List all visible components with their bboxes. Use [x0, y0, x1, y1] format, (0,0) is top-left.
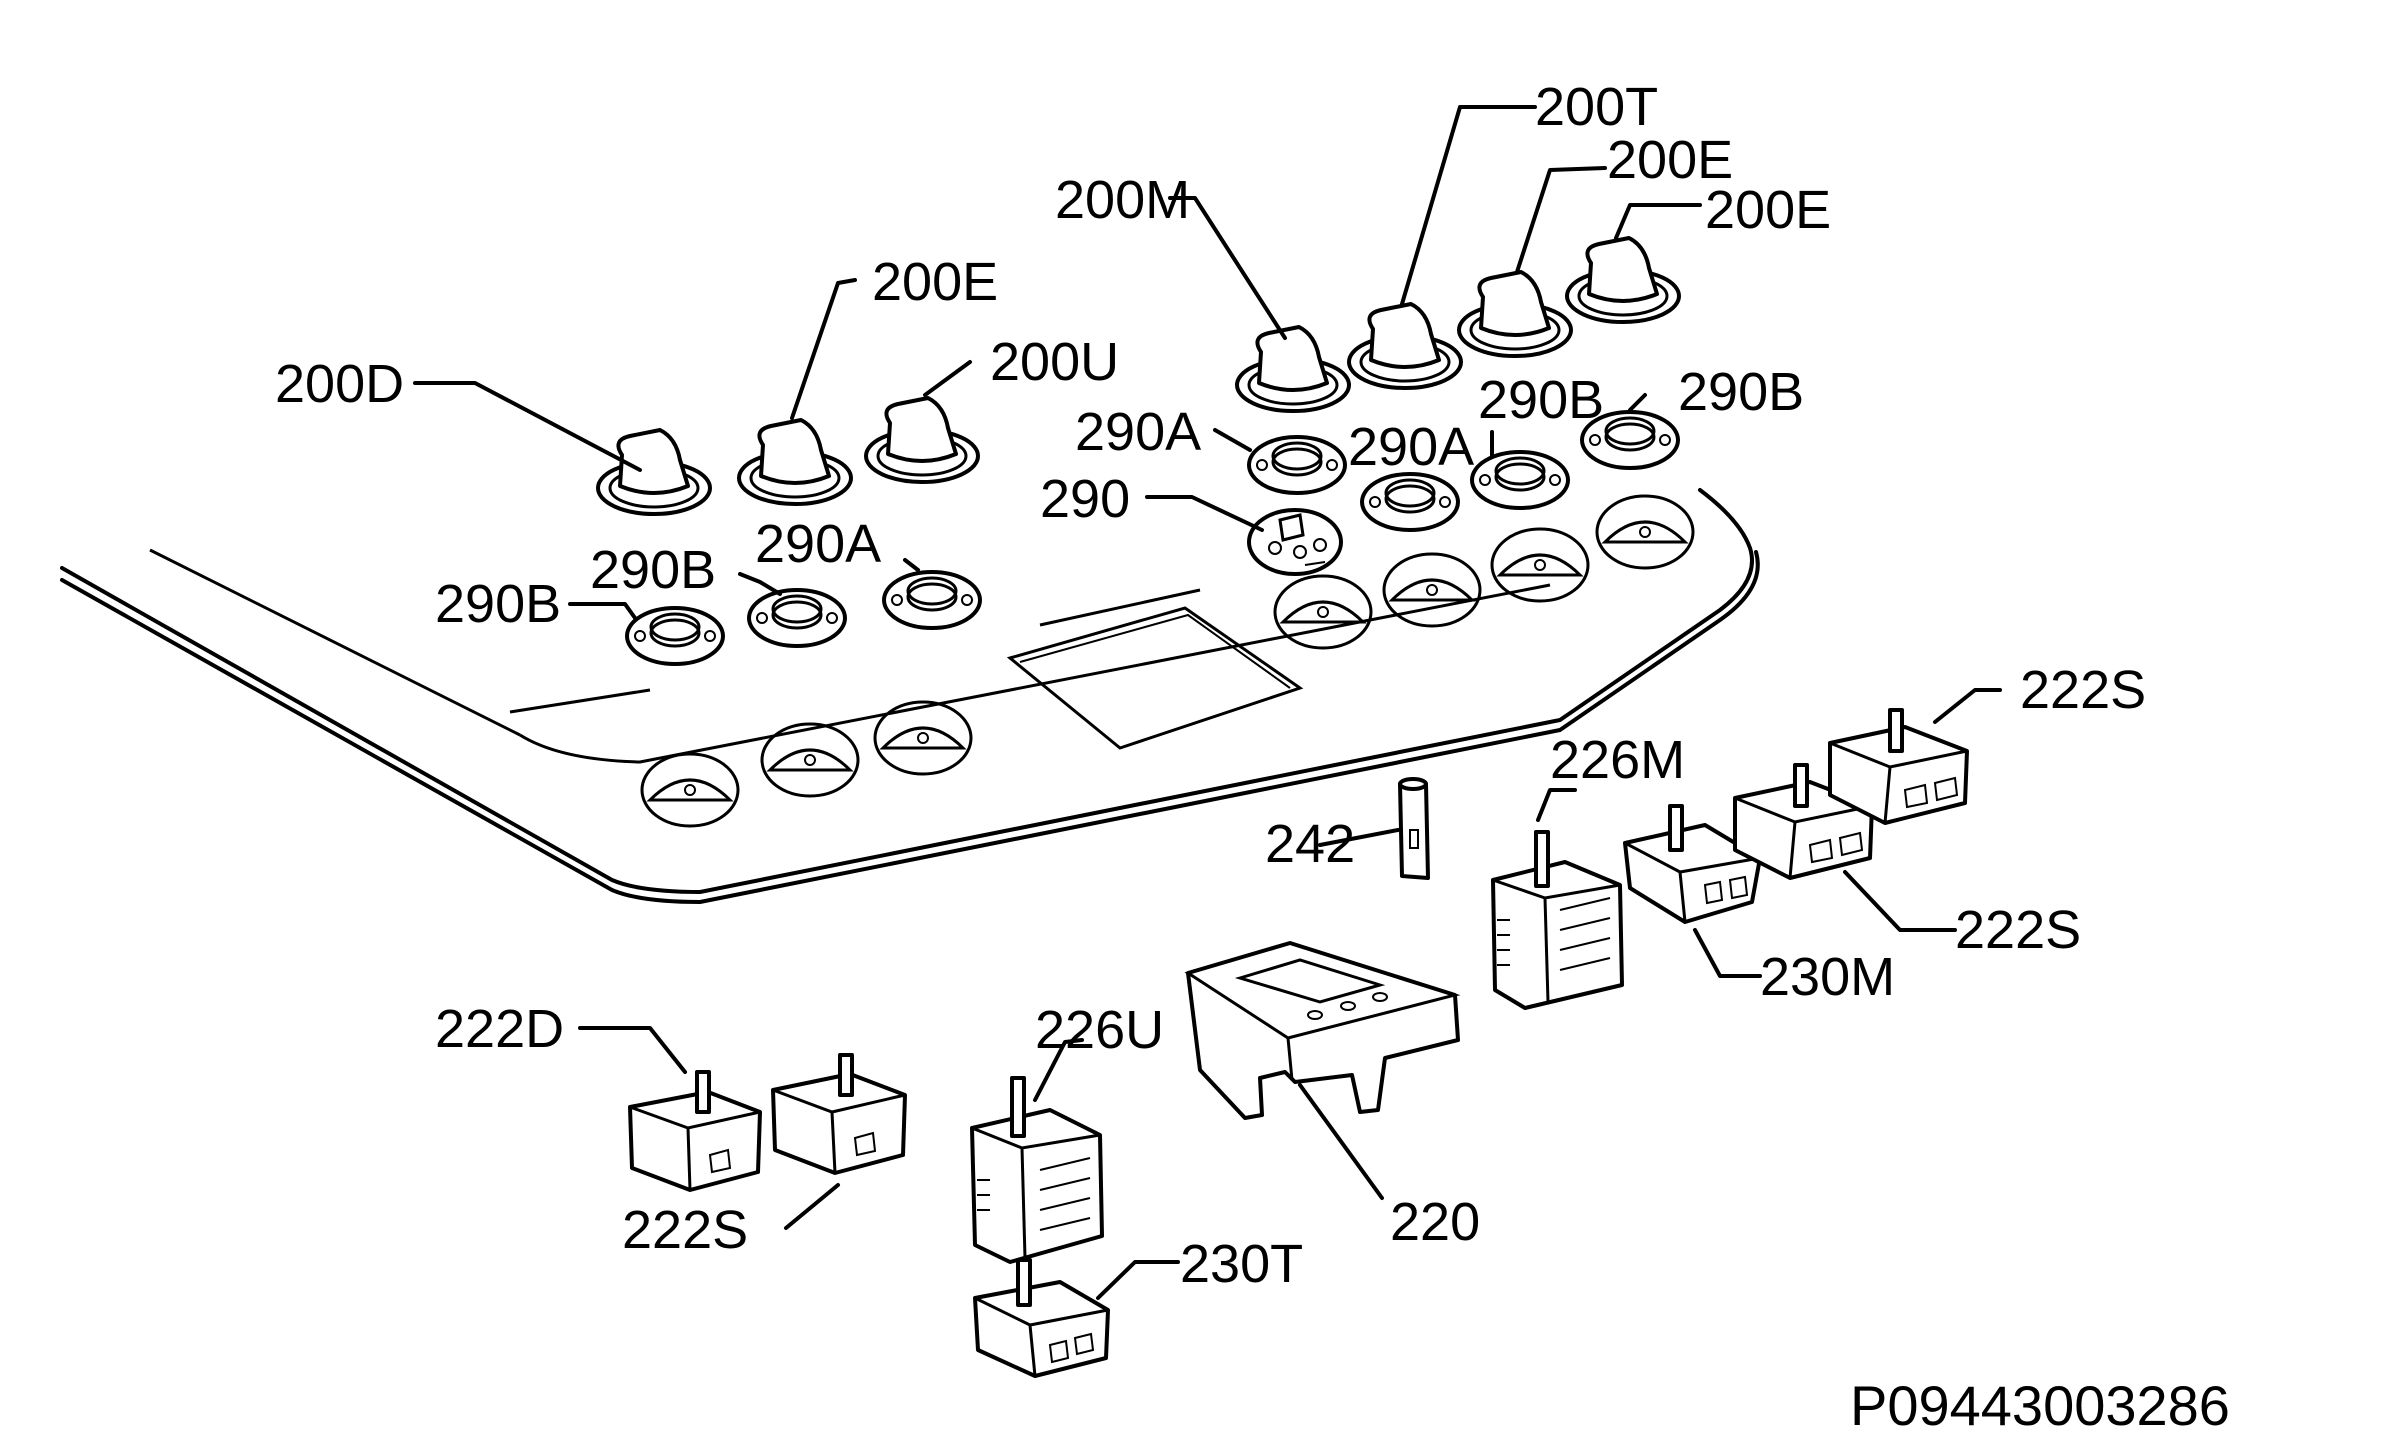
well-7 [1595, 494, 1695, 570]
component-242 [1398, 777, 1430, 880]
label-290B-lower-2: 290B [590, 540, 716, 600]
ring-290-indicator [1247, 508, 1343, 576]
label-220: 220 [1390, 1192, 1480, 1252]
regulator-222D [628, 1070, 762, 1192]
label-242: 242 [1265, 814, 1355, 874]
ring-290A-lower [882, 570, 982, 630]
label-290B-upper-right: 290B [1678, 362, 1804, 422]
ring-290A-upper-left [1247, 435, 1347, 495]
knob-200T [1347, 302, 1463, 390]
knob-200E-left [737, 418, 853, 506]
label-230M: 230M [1760, 947, 1895, 1007]
label-200M: 200M [1055, 170, 1190, 230]
label-222S-right: 222S [1955, 900, 2081, 960]
label-230T: 230T [1180, 1234, 1303, 1294]
label-290A-lower: 290A [755, 514, 881, 574]
well-5 [1382, 552, 1482, 628]
thermostat-230T [973, 1258, 1110, 1378]
regulator-222S-top-left [1733, 763, 1874, 880]
ring-290B-upper-mid [1470, 450, 1570, 510]
label-200E-right2: 200E [1705, 180, 1831, 240]
well-2 [760, 722, 860, 798]
well-3 [873, 700, 973, 776]
ring-290B-upper-right [1580, 410, 1680, 470]
label-200U: 200U [990, 332, 1119, 392]
ring-290B-lower-2 [747, 588, 847, 648]
label-222S-top: 222S [2020, 660, 2146, 720]
well-6 [1490, 527, 1590, 603]
knob-200D [596, 428, 712, 516]
well-4 [1273, 574, 1373, 650]
label-222D: 222D [435, 999, 564, 1059]
part-labels: 200D 200E 200U 200M 200T 200E 200E 290A … [275, 77, 2230, 1437]
label-290A-upper-left: 290A [1075, 402, 1201, 462]
regulator-222S-top-right [1828, 708, 1969, 825]
label-290A-upper-mid: 290A [1348, 417, 1474, 477]
ring-290A-upper-mid [1360, 472, 1460, 532]
label-290: 290 [1040, 469, 1130, 529]
bezel-rings [625, 410, 1680, 666]
label-290B-lower-1: 290B [435, 574, 561, 634]
label-226M: 226M [1550, 730, 1685, 790]
label-200E-right1: 200E [1607, 130, 1733, 190]
component-220-timer-housing [1184, 941, 1461, 1120]
control-panel [60, 455, 1760, 904]
knobs [596, 236, 1681, 516]
label-200E-left: 200E [872, 252, 998, 312]
well-1 [640, 752, 740, 828]
label-200T: 200T [1535, 77, 1658, 137]
knob-200E-right1 [1457, 270, 1573, 358]
panel-knob-wells [640, 494, 1695, 828]
knob-200U [864, 396, 980, 484]
label-226U: 226U [1035, 1000, 1164, 1060]
leader-lines [413, 105, 2002, 1300]
label-222S-left: 222S [622, 1200, 748, 1260]
label-290B-upper-mid: 290B [1478, 370, 1604, 430]
switch-226U [970, 1076, 1104, 1264]
regulator-222S-bottom [771, 1053, 907, 1175]
thermostat-230M [1623, 804, 1762, 924]
ring-290B-lower-1 [625, 606, 725, 666]
switch-226M [1491, 830, 1624, 1010]
knob-200E-right2 [1565, 236, 1681, 324]
knob-200M [1235, 325, 1351, 413]
drawing-code: P09443003286 [1850, 1374, 2230, 1437]
label-200D: 200D [275, 354, 404, 414]
